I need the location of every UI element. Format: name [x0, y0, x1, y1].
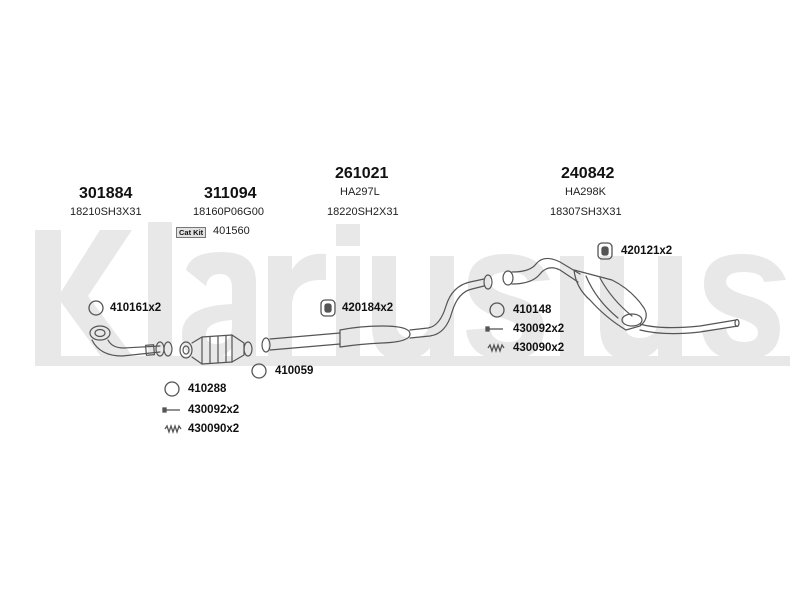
rubber-mount-icon — [597, 242, 613, 260]
oem-number-2-261021: 18220SH2X31 — [327, 206, 399, 218]
hardware-label-430090-right[interactable]: 430090x2 — [513, 342, 565, 354]
rear-silencer-240842[interactable] — [502, 257, 740, 335]
bolt-icon — [485, 326, 503, 332]
bolt-icon — [162, 407, 180, 413]
oem-number-261021: HA297L — [340, 186, 380, 198]
part-number-301884[interactable]: 301884 — [79, 185, 133, 202]
oem-number-311094: 18160P06G00 — [193, 206, 264, 218]
hardware-label-430092-left[interactable]: 430092x2 — [188, 404, 240, 416]
hardware-label-410288[interactable]: 410288 — [188, 383, 227, 395]
hardware-label-420121[interactable]: 420121x2 — [621, 245, 673, 257]
spring-icon — [164, 423, 182, 435]
hardware-label-430090-left[interactable]: 430090x2 — [188, 423, 240, 435]
cat-kit-badge: Cat Kit — [176, 227, 207, 238]
oem-number-2-240842: 18307SH3X31 — [550, 206, 622, 218]
gasket-ring-icon — [251, 363, 267, 379]
rubber-mount-icon — [320, 299, 336, 317]
front-pipe-301884[interactable] — [89, 325, 173, 357]
gasket-ring-icon — [164, 381, 180, 397]
oem-number-240842: HA298K — [565, 186, 606, 198]
hardware-label-410148[interactable]: 410148 — [513, 304, 552, 316]
spring-icon — [487, 342, 505, 354]
part-number-261021[interactable]: 261021 — [335, 165, 389, 182]
part-number-240842[interactable]: 240842 — [561, 165, 615, 182]
hardware-label-430092-right[interactable]: 430092x2 — [513, 323, 565, 335]
hardware-label-410161[interactable]: 410161x2 — [110, 302, 162, 314]
part-number-311094[interactable]: 311094 — [204, 185, 257, 202]
oem-number-301884: 18210SH3X31 — [70, 206, 142, 218]
gasket-ring-icon — [489, 302, 505, 318]
cat-kit-number[interactable]: 401560 — [213, 225, 250, 237]
middle-pipe-261021[interactable] — [261, 274, 493, 353]
catalytic-converter-311094[interactable] — [179, 334, 253, 365]
gasket-ring-icon — [88, 300, 104, 316]
hardware-label-410059[interactable]: 410059 — [275, 365, 314, 377]
hardware-label-420184[interactable]: 420184x2 — [342, 302, 394, 314]
